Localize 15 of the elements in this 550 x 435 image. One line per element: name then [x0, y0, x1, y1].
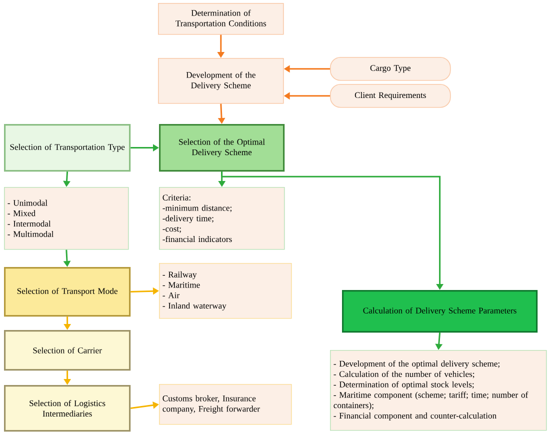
list-box: - Railway - Maritime - Air - Inland waterway — [159, 263, 292, 319]
input-pill: Cargo Type — [330, 57, 451, 81]
list-box: - Development of the optimal delivery scheme; - Calculation of the number of vehicles; - Determination of optimal stock levels; - Maritime component (scheme; tariff; time; number of containers); - Financial component and counter-calculation — [330, 350, 547, 431]
process-box: Determination of Transportation Conditions — [158, 3, 284, 35]
process-box: Selection of Transport Mode — [4, 267, 131, 317]
list-box: - Unimodal - Mixed - Intermodal - Multimodal — [4, 187, 129, 250]
process-box: Development of the Delivery Scheme — [158, 58, 284, 104]
process-box: Calculation of Delivery Scheme Parameters — [342, 290, 538, 333]
process-box: Selection of the Optimal Delivery Scheme — [159, 124, 285, 172]
process-box: Selection of Logistics Intermediaries — [4, 385, 131, 432]
process-box: Selection of Carrier — [4, 330, 131, 371]
process-box: Selection of Transportation Type — [4, 124, 131, 172]
criteria-box: Criteria: -minimum distance; -delivery time; -cost; -financial indicators — [159, 187, 285, 250]
note-box: Customs broker, Insurance company, Freight forwarder — [159, 384, 292, 425]
input-pill: Client Requirements — [330, 84, 451, 108]
